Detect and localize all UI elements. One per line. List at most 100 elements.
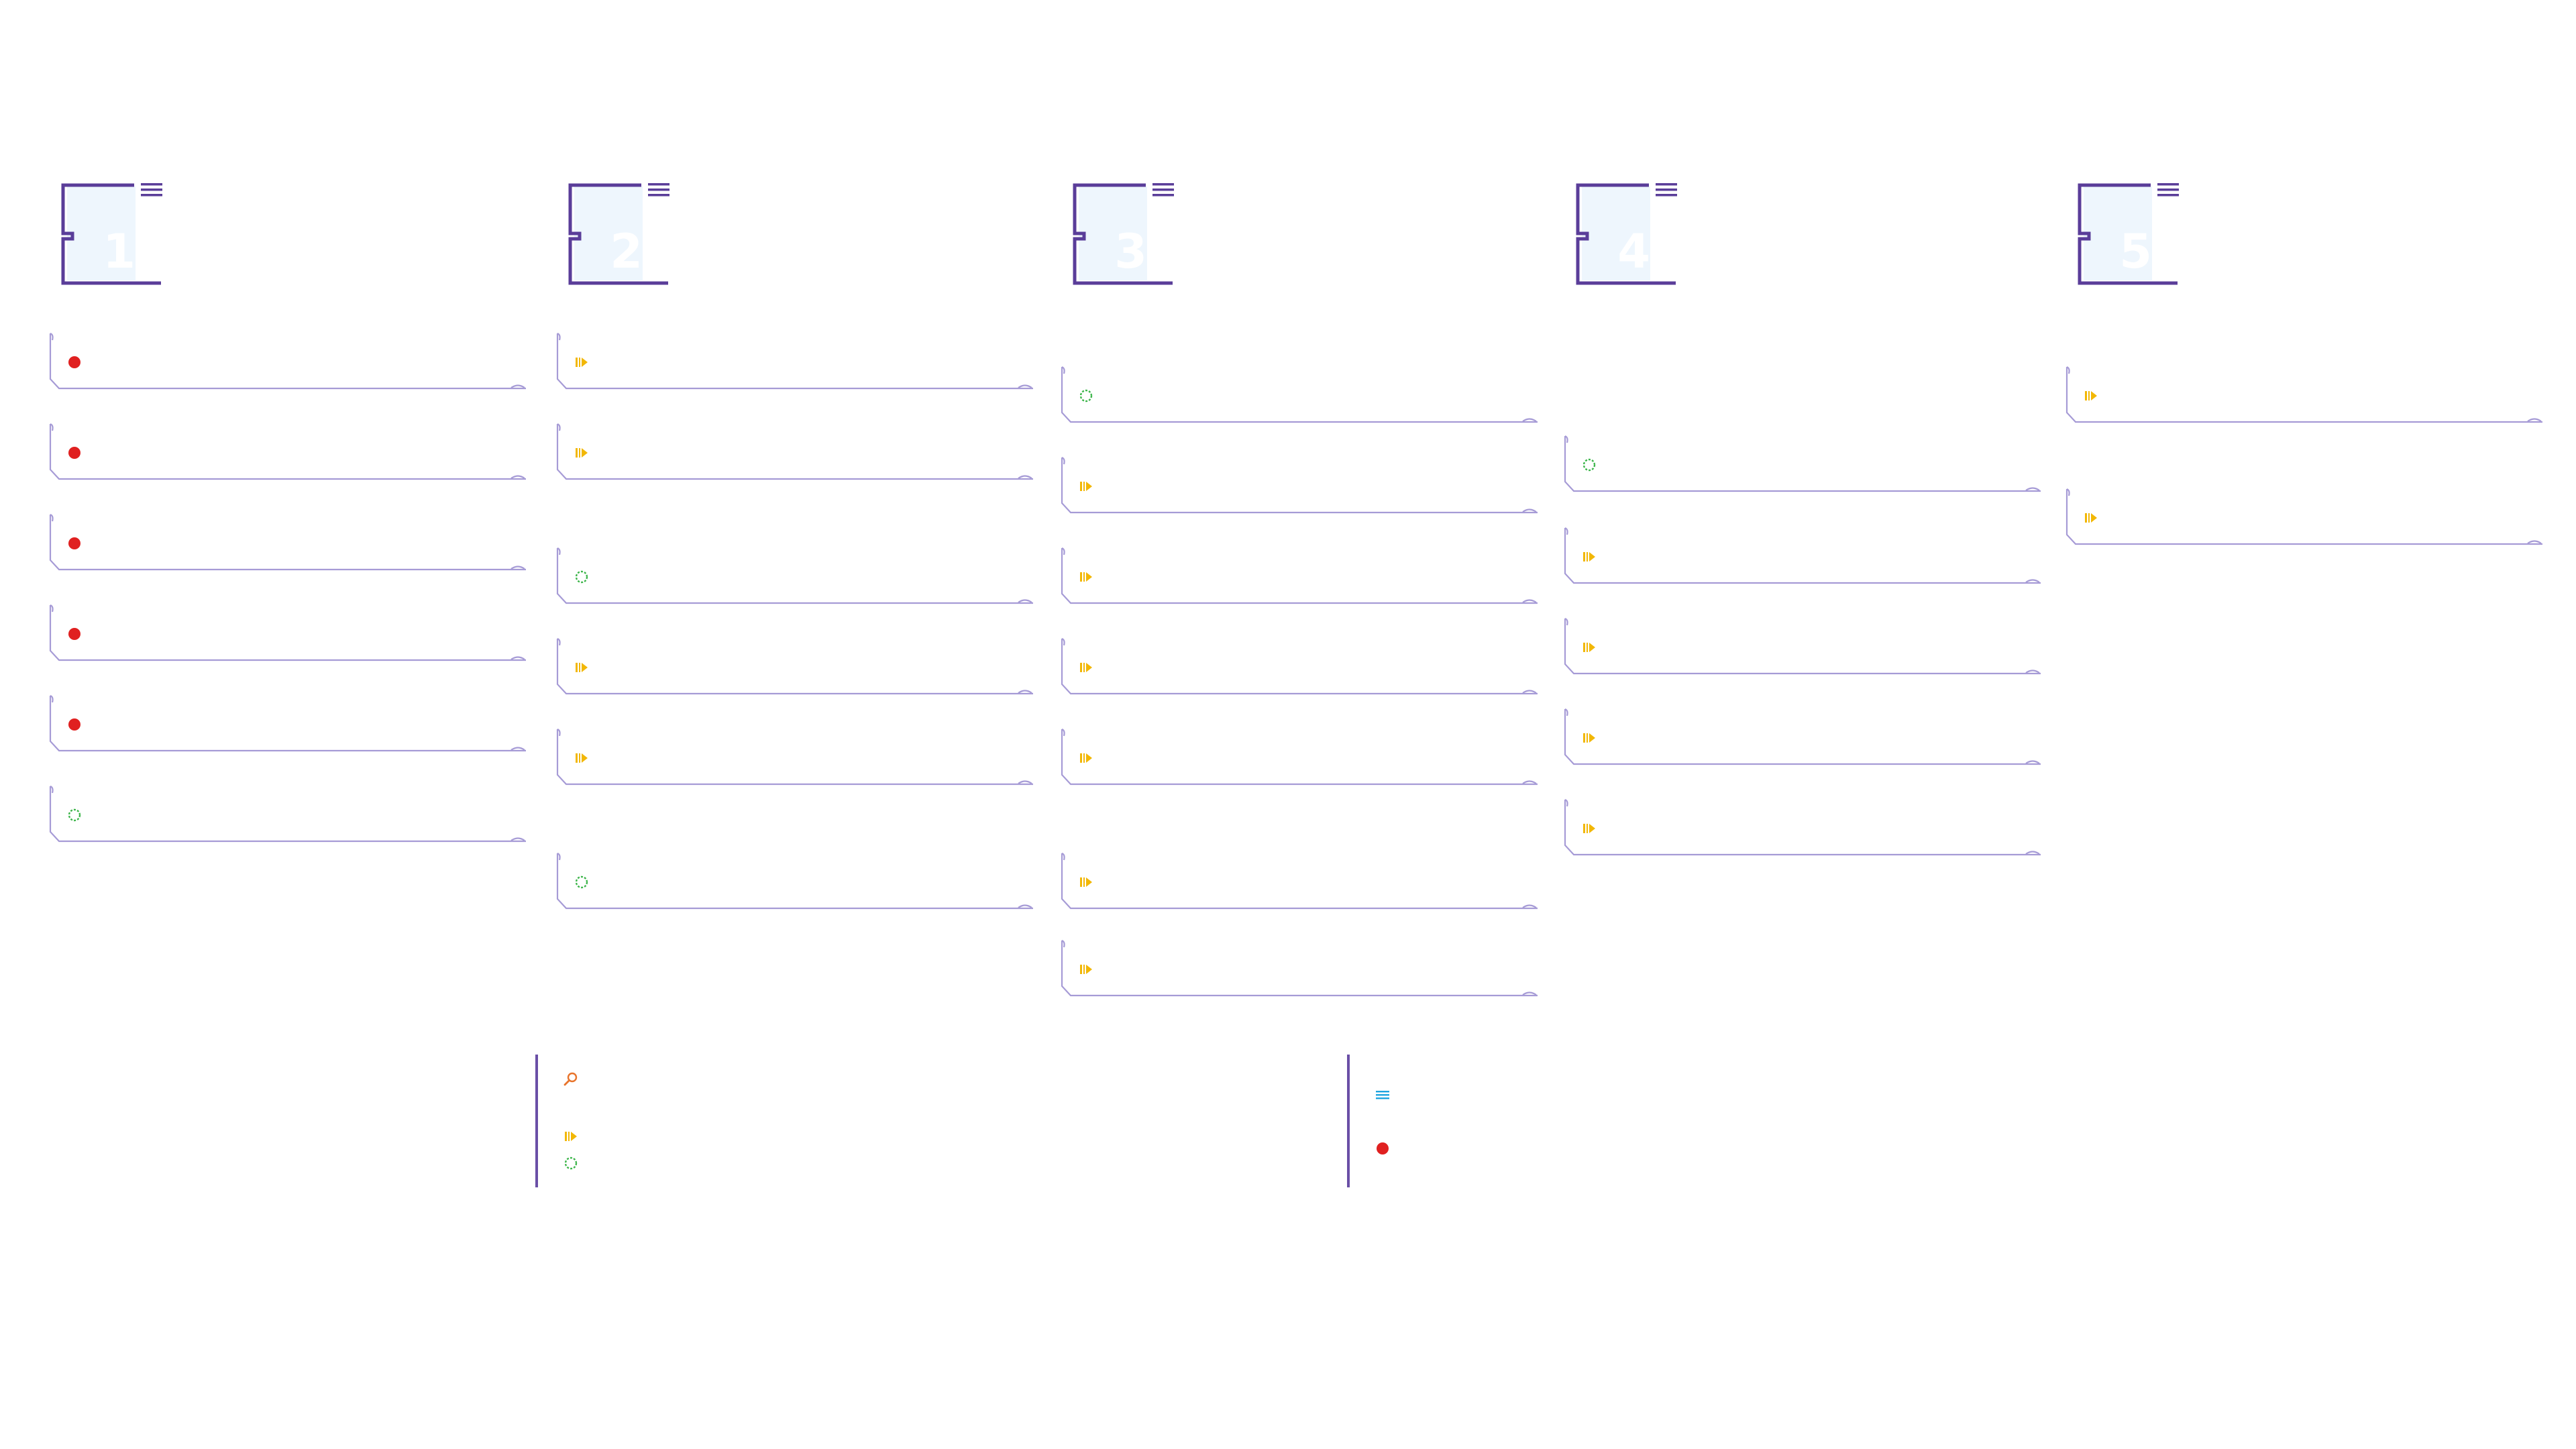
red-dot-icon bbox=[67, 355, 82, 370]
yellow-play-icon bbox=[1079, 962, 1093, 977]
menu-icon[interactable] bbox=[140, 181, 164, 199]
legend-divider bbox=[535, 1055, 538, 1187]
column-header-2: 2 bbox=[568, 181, 685, 288]
green-spinner-icon bbox=[1079, 388, 1093, 403]
card-frame bbox=[556, 332, 1033, 390]
column-header-1: 1 bbox=[60, 181, 178, 288]
yellow-play-icon bbox=[574, 355, 589, 370]
task-card[interactable] bbox=[2065, 488, 2544, 548]
task-card[interactable] bbox=[1060, 456, 1540, 517]
column-number: 5 bbox=[2119, 224, 2152, 279]
column-number: 3 bbox=[1114, 224, 1147, 279]
task-card[interactable] bbox=[555, 547, 1035, 607]
column-number: 1 bbox=[103, 224, 136, 279]
menu-icon[interactable] bbox=[647, 181, 671, 199]
column-number: 2 bbox=[610, 224, 643, 279]
menu-icon[interactable] bbox=[1654, 181, 1678, 199]
yellow-play-icon bbox=[1582, 731, 1597, 745]
task-card[interactable] bbox=[555, 637, 1035, 698]
card-frame bbox=[1061, 852, 1538, 910]
task-card[interactable] bbox=[48, 513, 528, 574]
task-card[interactable] bbox=[555, 332, 1035, 392]
card-frame bbox=[556, 637, 1033, 695]
card-frame bbox=[1564, 435, 2041, 492]
task-card[interactable] bbox=[48, 423, 528, 483]
card-frame bbox=[556, 852, 1033, 910]
card-frame bbox=[2065, 488, 2542, 545]
menu-icon[interactable] bbox=[1151, 181, 1175, 199]
menu-icon[interactable] bbox=[2156, 181, 2180, 199]
red-dot-icon bbox=[67, 445, 82, 460]
task-card[interactable] bbox=[555, 728, 1035, 788]
yellow-play-icon bbox=[1079, 875, 1093, 890]
yellow-play-icon bbox=[574, 751, 589, 765]
header-frame bbox=[1576, 183, 1676, 285]
card-frame bbox=[49, 694, 526, 752]
column-header-4: 4 bbox=[1575, 181, 1693, 288]
red-dot-icon bbox=[67, 717, 82, 732]
task-card[interactable] bbox=[1060, 939, 1540, 1000]
yellow-play-icon bbox=[1079, 479, 1093, 494]
task-card[interactable] bbox=[555, 423, 1035, 483]
yellow-play-icon bbox=[1582, 549, 1597, 564]
task-card[interactable] bbox=[1563, 527, 2043, 587]
header-frame bbox=[2078, 183, 2178, 285]
task-card[interactable] bbox=[1563, 435, 2043, 495]
yellow-play-icon bbox=[1582, 821, 1597, 836]
task-card[interactable] bbox=[48, 604, 528, 664]
red-dot-icon bbox=[67, 627, 82, 641]
task-card[interactable] bbox=[2065, 366, 2544, 426]
card-frame bbox=[1061, 456, 1538, 514]
card-frame bbox=[556, 547, 1033, 604]
yellow-play-icon bbox=[1079, 660, 1093, 675]
task-card[interactable] bbox=[48, 694, 528, 755]
green-spinner-icon bbox=[1582, 458, 1597, 472]
card-frame bbox=[1564, 798, 2041, 856]
header-frame bbox=[1073, 183, 1173, 285]
card-frame bbox=[1061, 547, 1538, 604]
task-card[interactable] bbox=[1060, 366, 1540, 426]
task-card[interactable] bbox=[1060, 637, 1540, 698]
card-frame bbox=[49, 423, 526, 480]
yellow-play-icon bbox=[2084, 511, 2098, 525]
task-card[interactable] bbox=[48, 332, 528, 392]
yellow-play-icon bbox=[1079, 751, 1093, 765]
green-spinner-icon bbox=[574, 570, 589, 584]
column-header-5: 5 bbox=[2077, 181, 2194, 288]
card-frame bbox=[49, 785, 526, 843]
card-frame bbox=[1061, 366, 1538, 423]
card-frame bbox=[1564, 617, 2041, 675]
card-frame bbox=[49, 513, 526, 571]
yellow-play-icon bbox=[1582, 640, 1597, 655]
yellow-play-icon bbox=[2084, 388, 2098, 403]
card-frame bbox=[556, 728, 1033, 786]
card-frame bbox=[1061, 728, 1538, 786]
task-card[interactable] bbox=[555, 852, 1035, 912]
task-card[interactable] bbox=[1060, 547, 1540, 607]
legend-divider bbox=[1347, 1055, 1350, 1187]
card-frame bbox=[1564, 708, 2041, 765]
task-card[interactable] bbox=[1060, 852, 1540, 912]
header-frame bbox=[568, 183, 668, 285]
card-frame bbox=[49, 604, 526, 661]
card-frame bbox=[556, 423, 1033, 480]
card-frame bbox=[2065, 366, 2542, 423]
task-card[interactable] bbox=[1563, 617, 2043, 678]
card-frame bbox=[1061, 637, 1538, 695]
column-number: 4 bbox=[1617, 224, 1650, 279]
yellow-play-icon bbox=[1079, 570, 1093, 584]
task-card[interactable] bbox=[48, 785, 528, 845]
card-frame bbox=[1061, 939, 1538, 997]
column-header-3: 3 bbox=[1072, 181, 1189, 288]
header-frame bbox=[61, 183, 161, 285]
yellow-play-icon bbox=[574, 660, 589, 675]
task-card[interactable] bbox=[1060, 728, 1540, 788]
card-frame bbox=[1564, 527, 2041, 584]
yellow-play-icon bbox=[574, 445, 589, 460]
card-frame bbox=[49, 332, 526, 390]
red-dot-icon bbox=[67, 536, 82, 551]
green-spinner-icon bbox=[574, 875, 589, 890]
task-card[interactable] bbox=[1563, 708, 2043, 768]
task-card[interactable] bbox=[1563, 798, 2043, 859]
green-spinner-icon bbox=[67, 808, 82, 822]
